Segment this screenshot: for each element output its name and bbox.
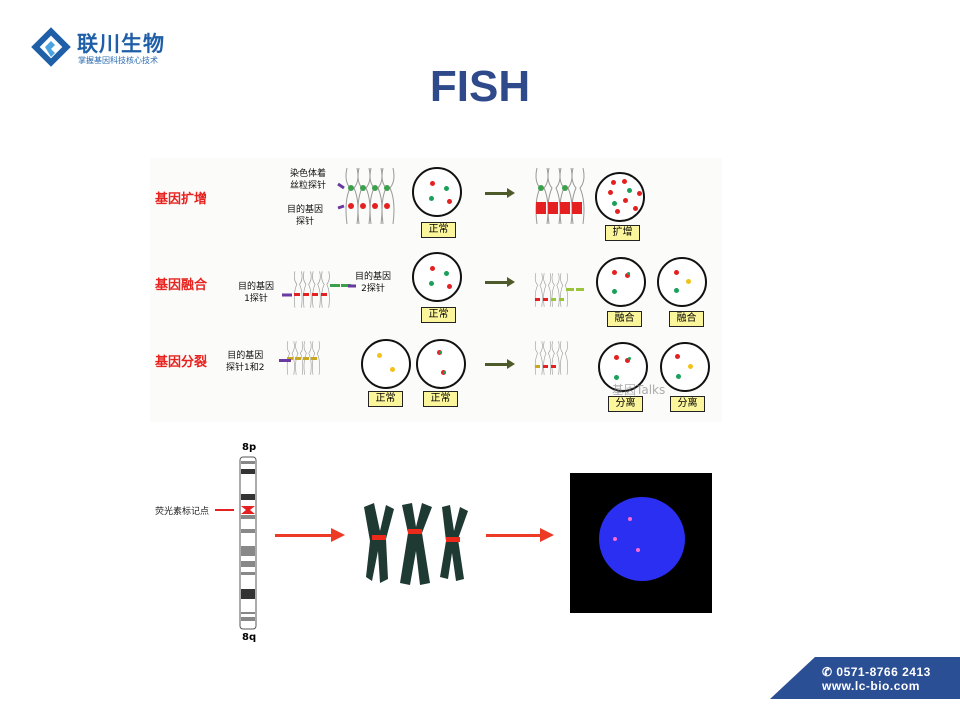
nucleus-amplified bbox=[595, 172, 645, 222]
ideogram-top-label: 8p bbox=[242, 442, 257, 453]
nucleus-fusion bbox=[596, 257, 646, 307]
arrow-icon bbox=[485, 277, 515, 287]
marker-line bbox=[215, 509, 234, 511]
nucleus-normal bbox=[361, 339, 411, 389]
note-target-probe: 目的基因 探针 bbox=[287, 205, 324, 227]
label-box: 正常 bbox=[421, 307, 456, 323]
nucleus-fusion bbox=[657, 257, 707, 307]
label-box: 融合 bbox=[669, 311, 704, 327]
probe-pointer-arrow bbox=[279, 359, 291, 362]
slide-title: FISH bbox=[429, 62, 531, 111]
note-centromere-probe: 染色体着 丝粒探针 bbox=[290, 169, 327, 191]
logo-mark-icon bbox=[31, 27, 71, 67]
ideogram-bottom-label: 8q bbox=[242, 632, 257, 643]
fluorescence-image bbox=[570, 473, 712, 613]
label-box: 正常 bbox=[368, 391, 403, 407]
label-box: 分离 bbox=[608, 396, 643, 412]
red-arrow-icon bbox=[275, 528, 345, 542]
nucleus-split bbox=[598, 342, 648, 392]
nucleus-normal bbox=[412, 252, 462, 302]
nucleus-dapi bbox=[599, 497, 685, 581]
nucleus-normal bbox=[416, 339, 466, 389]
footer-contact: ✆ 0571-8766 2413 www.lc-bio.com bbox=[822, 665, 931, 693]
nucleus-split bbox=[660, 342, 710, 392]
label-box: 分离 bbox=[670, 396, 705, 412]
note-probe-1: 目的基因 1探针 bbox=[238, 282, 275, 304]
arrow-icon bbox=[485, 188, 515, 198]
arrow-icon bbox=[485, 359, 515, 369]
note-probe-1-and-2: 目的基因 探针1和2 bbox=[226, 351, 265, 373]
row-label-fusion: 基因融合 bbox=[155, 278, 208, 293]
watermark: 基因Talks bbox=[612, 383, 666, 397]
footer-phone: ✆ 0571-8766 2413 bbox=[822, 665, 931, 679]
label-box: 正常 bbox=[421, 222, 456, 238]
footer-website[interactable]: www.lc-bio.com bbox=[822, 679, 920, 693]
logo-name: 联川生物 bbox=[77, 32, 165, 56]
label-box: 融合 bbox=[607, 311, 642, 327]
row-label-split: 基因分裂 bbox=[155, 355, 208, 370]
chromosome-sketches bbox=[282, 167, 585, 376]
note-probe-2: 目的基因 2探针 bbox=[355, 272, 392, 294]
company-logo bbox=[28, 24, 74, 70]
nucleus-normal bbox=[412, 167, 462, 217]
label-box: 正常 bbox=[423, 391, 458, 407]
row-label-amplification: 基因扩增 bbox=[155, 192, 208, 207]
logo-tagline: 掌握基因科技核心技术 bbox=[78, 56, 158, 65]
marker-label: 荧光素标记点 bbox=[155, 507, 210, 517]
stained-chromosomes bbox=[364, 503, 468, 585]
red-arrow-icon bbox=[486, 528, 554, 542]
chromosome-ideogram bbox=[239, 456, 257, 630]
label-box: 扩增 bbox=[605, 225, 640, 241]
